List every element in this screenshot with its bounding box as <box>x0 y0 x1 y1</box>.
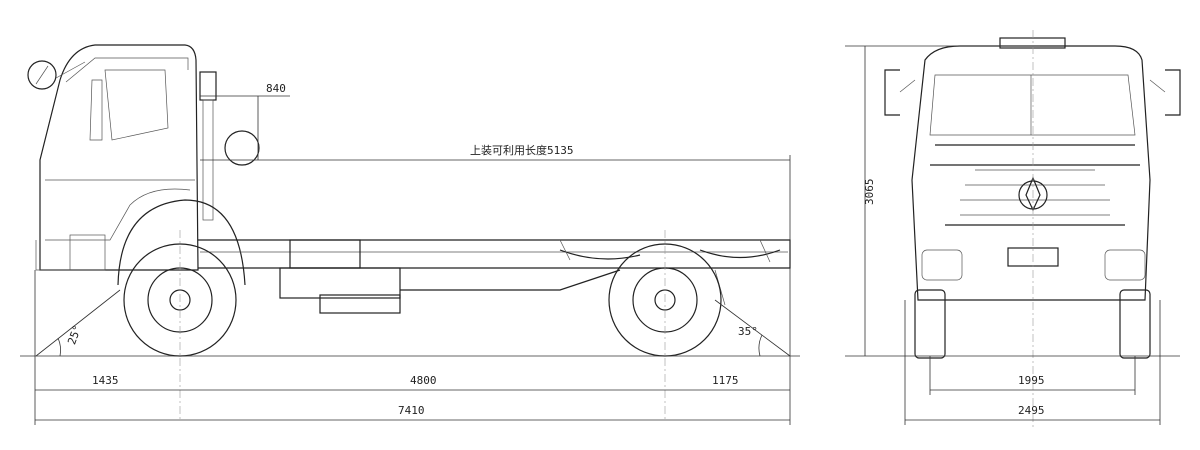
chassis-frame <box>198 239 791 269</box>
front-view: 3065 1995 2495 <box>845 30 1181 430</box>
dim-840: 840 <box>266 82 286 95</box>
dim-wheelbase: 4800 <box>410 374 437 387</box>
detail-callout-circle <box>27 60 57 90</box>
dim-front-overhang: 1435 <box>92 374 119 387</box>
cab-outline <box>39 44 199 271</box>
side-view: 25° 35° 840 上装可利用长度5135 1435 4800 1175 7… <box>20 44 800 425</box>
dim-track: 1995 <box>1018 374 1045 387</box>
dim-width: 2495 <box>1018 404 1045 417</box>
dim-height: 3065 <box>863 179 876 206</box>
dim-total-length: 7410 <box>398 404 425 417</box>
dim-body-length: 上装可利用长度5135 <box>470 143 574 157</box>
departure-angle-label: 35° <box>738 325 758 338</box>
approach-angle-label: 25° <box>65 323 84 346</box>
dim-rear-overhang: 1175 <box>712 374 739 387</box>
front-cab-outline <box>911 45 1151 301</box>
